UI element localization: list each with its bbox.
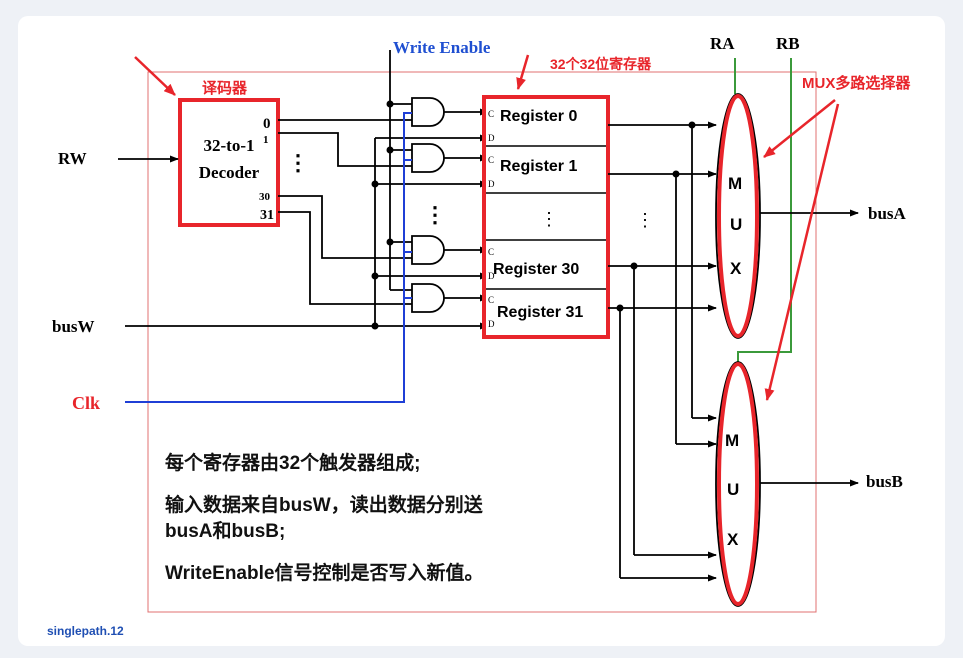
busa-label: busA xyxy=(868,204,907,223)
diagram-frame xyxy=(147,71,817,613)
mux-a-letter-m: M xyxy=(728,174,742,193)
rb-wire xyxy=(737,58,792,366)
mux-b-highlight xyxy=(717,362,759,606)
note-line-1: 每个寄存器由32个触发器组成; xyxy=(165,453,421,474)
decoder-ellipsis: ⋮ xyxy=(287,150,309,175)
rw-label: RW xyxy=(58,149,87,168)
decoder-out30-wire xyxy=(278,195,412,259)
write-enable-label: Write Enable xyxy=(393,38,491,57)
mux-a-pointer-arrow xyxy=(763,99,836,158)
busb-label: busB xyxy=(866,472,903,491)
decoder-out0-label: 0 xyxy=(263,116,271,132)
mux-b-pointer-arrow xyxy=(764,103,840,401)
reg31-c-port: C xyxy=(488,295,494,305)
and-gate-30 xyxy=(411,235,445,265)
and-gate-0 xyxy=(411,97,445,127)
mux-a-letter-x: X xyxy=(730,259,742,278)
decoder-line2: Decoder xyxy=(199,163,260,182)
mux-title: MUX多路选择器 xyxy=(802,74,911,92)
register-0: Register 0 xyxy=(500,108,577,125)
busw-label: busW xyxy=(52,317,95,336)
mux-b-letter-m: M xyxy=(725,431,739,450)
decoder-highlight xyxy=(178,98,280,227)
register-ellipsis: ⋮ xyxy=(540,209,558,229)
decoder-out31-label: 31 xyxy=(260,208,274,223)
note-line-2: 输入数据来自busW，读出数据分别送 xyxy=(165,495,483,516)
decoder-pointer-arrow xyxy=(134,56,176,96)
register-file-highlight xyxy=(482,95,610,339)
decoder-box xyxy=(179,99,279,226)
reg0-d-port: D xyxy=(488,133,495,143)
output-ellipsis: ⋮ xyxy=(636,210,654,230)
ra-label: RA xyxy=(710,34,735,53)
and-gate-31 xyxy=(411,283,445,313)
mux-b-letter-x: X xyxy=(727,530,739,549)
clk-label: Clk xyxy=(72,393,100,413)
reg1-d-port: D xyxy=(488,179,495,189)
decoder-line1: 32-to-1 xyxy=(204,136,255,155)
reg30-d-port: D xyxy=(488,271,495,281)
and-gate-1 xyxy=(411,143,445,173)
register-file-pointer-arrow xyxy=(516,54,530,90)
reg0-c-port: C xyxy=(488,109,494,119)
register-1: Register 1 xyxy=(500,158,577,175)
mux-a-highlight xyxy=(717,94,759,338)
clk-wire xyxy=(125,112,412,403)
note-line-3: busA和busB; xyxy=(165,521,286,542)
gates-ellipsis: ⋮ xyxy=(424,202,446,227)
rb-label: RB xyxy=(776,34,800,53)
mux-b-letter-u: U xyxy=(727,480,739,499)
reg31-d-port: D xyxy=(488,319,495,329)
decoder-out31-wire xyxy=(278,211,412,305)
reg30-c-port: C xyxy=(488,247,494,257)
footer-label: singlepath.12 xyxy=(47,624,124,638)
register-file-title: 32个32位寄存器 xyxy=(550,56,652,72)
decoder-out1-label: 1 xyxy=(263,134,269,146)
note-line-4: WriteEnable信号控制是否写入新值。 xyxy=(165,563,484,584)
register-30: Register 30 xyxy=(493,261,579,278)
decoder-out30-label: 30 xyxy=(259,191,271,203)
decoder-title: 译码器 xyxy=(202,80,248,97)
reg1-c-port: C xyxy=(488,155,494,165)
register-31: Register 31 xyxy=(497,304,583,321)
mux-a-letter-u: U xyxy=(730,215,742,234)
